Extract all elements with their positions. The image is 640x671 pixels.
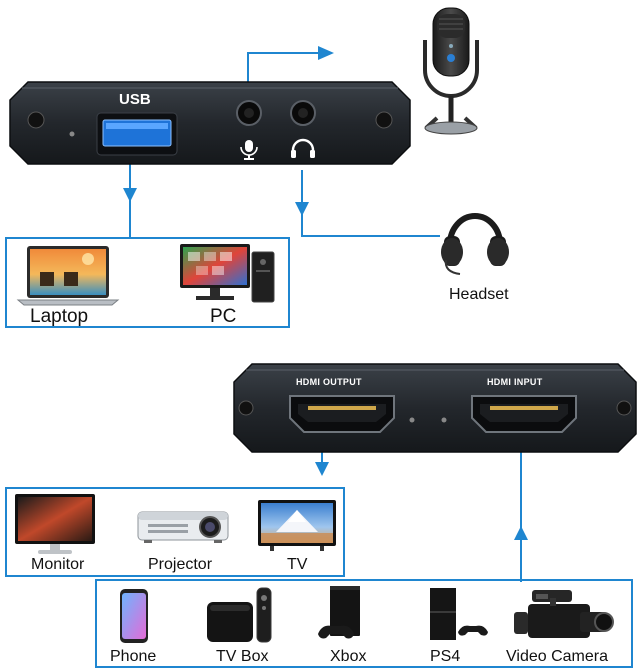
video-camera-label: Video Camera [506, 648, 608, 665]
connector-lines [129, 52, 522, 582]
connector-arrows [123, 46, 528, 540]
monitor-icon [15, 494, 95, 554]
pc-group-box [5, 237, 290, 328]
headphones-icon [291, 138, 315, 158]
hdmi-output-port [289, 395, 395, 433]
tv-box-label: TV Box [216, 648, 269, 665]
video-camera-icon [514, 590, 614, 638]
hdmi-output-label: HDMI OUTPUT [296, 377, 362, 387]
hdmi-capture-device [233, 363, 637, 453]
hdmi-input-port [471, 395, 577, 433]
display-group-box [5, 487, 345, 577]
audio-capture-device [9, 81, 411, 165]
phone-icon [120, 589, 148, 643]
arrow-right-icon [318, 46, 334, 60]
xbox-label: Xbox [330, 648, 367, 665]
indicator-led [69, 131, 75, 137]
tv-icon [258, 500, 336, 551]
arrow-up-icon [514, 526, 528, 540]
projector-label: Projector [148, 556, 213, 573]
arrow-down-icon [315, 462, 329, 476]
monitor-label: Monitor [31, 556, 85, 573]
headset-icon [441, 213, 509, 275]
ps4-label: PS4 [430, 648, 461, 665]
microphone-device-icon [423, 7, 479, 135]
usb-port-label: USB [119, 91, 151, 108]
arrow-down-icon [295, 202, 309, 216]
screw-icon [616, 400, 632, 416]
phone-label: Phone [110, 648, 157, 665]
xbox-icon [318, 586, 360, 639]
mic-connector-line [247, 52, 318, 88]
pc-label: PC [210, 306, 237, 327]
hdmi-input-label: HDMI INPUT [487, 377, 543, 387]
microphone-icon [240, 140, 258, 160]
ps4-icon [430, 588, 488, 640]
arrow-down-icon [123, 188, 137, 202]
headset-label: Headset [449, 286, 509, 303]
source-group-box [95, 579, 633, 668]
remote-icon [256, 587, 272, 643]
laptop-icon [16, 246, 120, 306]
screw-icon [238, 400, 254, 416]
tv-box-icon [207, 587, 272, 643]
desktop-pc-icon [180, 244, 275, 303]
tv-label: TV [287, 556, 308, 573]
screw-icon [375, 111, 393, 129]
projector-icon [137, 511, 229, 543]
headset-connector-line [301, 170, 440, 237]
laptop-label: Laptop [30, 306, 89, 327]
screw-icon [27, 111, 45, 129]
